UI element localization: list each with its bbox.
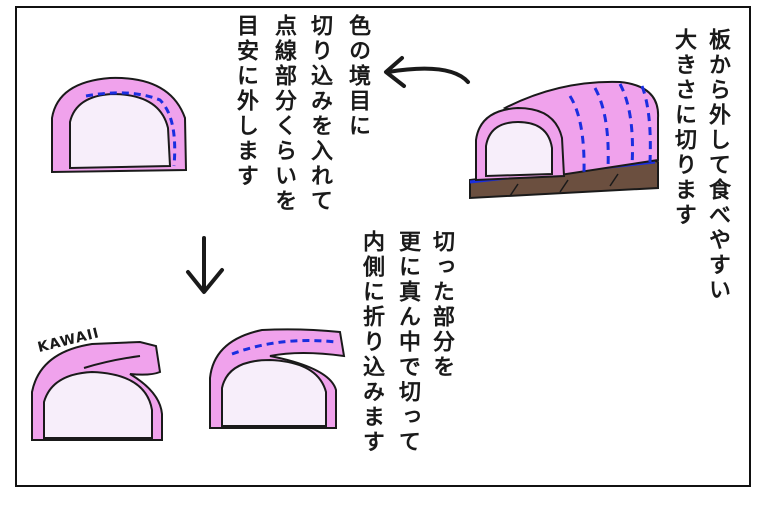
arrow-left-icon — [386, 66, 470, 84]
step2-line3: 点線部分くらいを — [271, 14, 296, 214]
step2-line2: 切り込みを入れて — [307, 14, 332, 214]
step2-line1: 色の境目に — [345, 14, 370, 139]
step3-line2: 更に真ん中で切って — [395, 230, 420, 455]
kamaboko-white-center — [485, 120, 553, 178]
board-hatch — [509, 173, 619, 197]
step3-line3: 内側に折り込みます — [359, 230, 384, 455]
step2-line4: 目安に外します — [233, 14, 258, 189]
kamaboko-slice-cut — [51, 76, 188, 174]
step1-line2: 大きさに切ります — [671, 28, 696, 228]
step1-line1: 板から外して食べやすい — [705, 28, 730, 303]
cut-guide-lines — [568, 83, 652, 173]
step3-line1: 切った部分を — [429, 230, 454, 380]
kamaboko-on-board — [469, 80, 660, 200]
kamaboko-slice-peeled — [209, 328, 346, 429]
strip-cut-line — [231, 339, 337, 356]
cut-dashed-line — [85, 91, 177, 167]
kamaboko-slice-folded — [31, 340, 163, 441]
